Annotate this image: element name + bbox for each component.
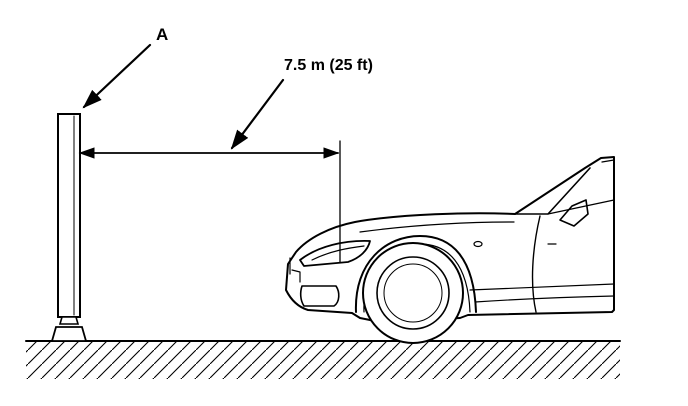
distance-dimension <box>78 140 341 263</box>
ground <box>25 340 621 379</box>
distance-leader <box>230 78 285 150</box>
distance-label: 7.5 m (25 ft) <box>284 57 373 74</box>
aiming-screen <box>50 113 88 342</box>
marker-a-leader <box>82 43 152 109</box>
car-front <box>285 156 615 344</box>
marker-a-label: A <box>156 25 168 44</box>
